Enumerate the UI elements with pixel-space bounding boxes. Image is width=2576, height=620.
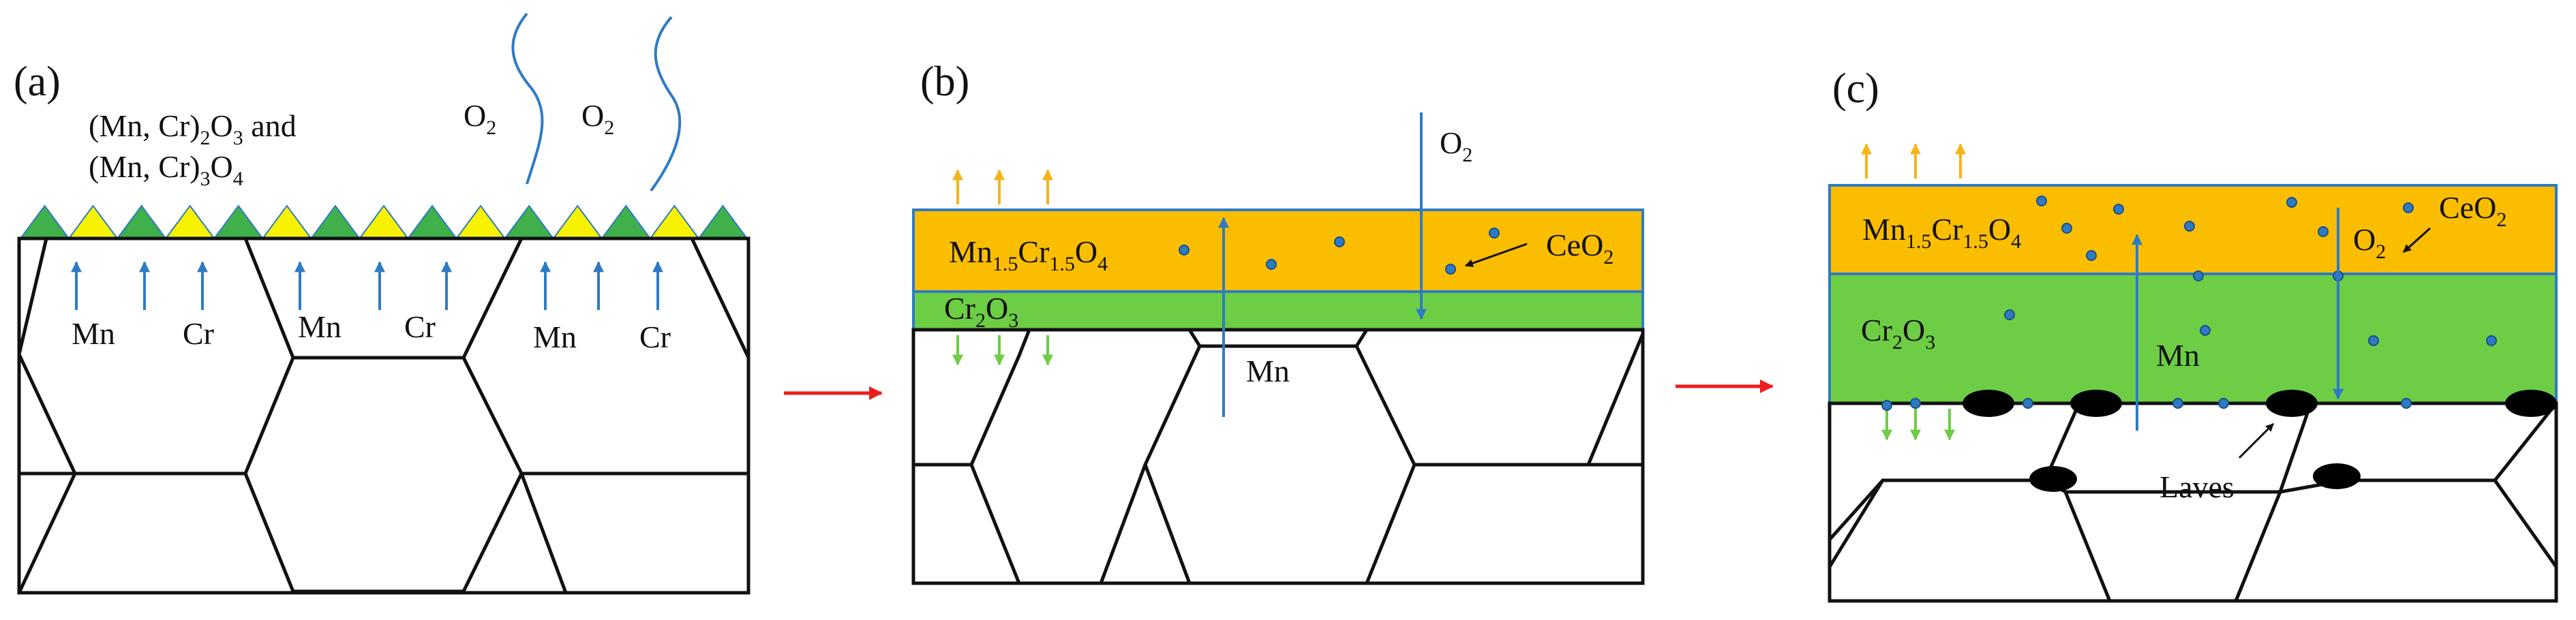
oxide-triangle: [67, 204, 119, 239]
ceria-particle: [2184, 221, 2195, 232]
laves-particle: [2266, 390, 2318, 417]
panel-c-o2-label: O2: [2353, 222, 2386, 263]
ceria-particle: [2368, 335, 2379, 346]
panel-a-oxide-triangles: [19, 204, 748, 239]
panel-a-oxide-note-line1: (Mn, Cr)2O3 and: [89, 108, 297, 149]
panel-c-label: (c): [1832, 65, 1879, 112]
panel-a-diffusion-arrows: [71, 261, 663, 310]
ceria-particle: [2193, 270, 2204, 281]
oxide-triangle: [19, 204, 71, 239]
laves-particle: [2313, 463, 2361, 489]
panel-c-chromia-label: Cr2O3: [1861, 313, 1935, 354]
ceria-particle: [1266, 259, 1277, 270]
panel-a-o2-label-1: O2: [464, 98, 496, 139]
panel-b-ceria-pointer: [1464, 243, 1528, 268]
oxide-triangle: [358, 204, 410, 239]
panel-b-grain-boundaries: [913, 328, 1645, 584]
panel-c-ceria-pointer: [2402, 227, 2431, 253]
panel-b-label: (b): [920, 59, 969, 105]
panel-c-chromia-layer: [1828, 273, 2558, 405]
panel-a-mn-label-1: Mn: [72, 316, 115, 351]
ceria-particle: [2403, 202, 2414, 213]
ceria-particle: [2113, 204, 2124, 215]
panel-b-cation-outward-arrows: [952, 169, 1053, 204]
ceria-particle: [1445, 264, 1456, 275]
panel-a-label: (a): [14, 59, 61, 105]
panel-a-alloy-frame: [17, 236, 751, 595]
panel-b-ceria-particles: [1179, 228, 1500, 275]
panel-b-cation-inward-arrows: [952, 335, 1053, 366]
oxide-triangle: [648, 204, 700, 239]
ceria-particle: [1179, 245, 1189, 255]
ceria-particle: [2486, 335, 2497, 346]
panel-c-laves-pointer: [2238, 422, 2275, 459]
panel-c-laves-label: Laves: [2160, 469, 2234, 504]
ceria-particle: [1334, 236, 1345, 247]
panel-c-ceria-particles: [1881, 196, 2497, 411]
panel-a-cr-label-3: Cr: [639, 320, 671, 354]
oxide-triangle: [261, 204, 313, 239]
ceria-particle: [2318, 226, 2329, 237]
panel-b: (b): [911, 59, 1645, 585]
panel-c-spinel-label: Mn1.5Cr1.5O4: [1862, 212, 2021, 253]
ceria-particle: [2200, 325, 2211, 336]
panel-a-o2-wave-2: [650, 16, 682, 192]
panel-b-alloy-frame: [911, 328, 1645, 585]
panel-c-cation-inward-arrows: [1881, 409, 1955, 441]
laves-particle: [2070, 390, 2122, 417]
panel-b-chromia-layer: [912, 290, 1644, 331]
oxide-triangle: [551, 204, 603, 239]
panel-b-chromia-label: Cr2O3: [944, 291, 1018, 332]
ceria-particle: [2036, 196, 2047, 206]
panel-c-laves-precipitates: [1963, 390, 2557, 492]
oxide-triangle: [600, 204, 652, 239]
oxide-triangle: [164, 204, 216, 239]
laves-particle: [2029, 466, 2077, 492]
ceria-particle: [2401, 398, 2412, 409]
panel-c-alloy-frame: [1828, 401, 2558, 603]
oxide-triangle: [406, 204, 458, 239]
panel-a-mn-label-2: Mn: [298, 309, 342, 344]
ceria-particle: [2218, 398, 2229, 409]
oxide-triangle: [455, 204, 506, 239]
ceria-particle: [2086, 250, 2097, 261]
oxide-triangle: [116, 204, 168, 239]
panel-c-mn-label: Mn: [2156, 338, 2200, 373]
panel-a-grain-boundaries: [17, 237, 751, 594]
panel-a-o2-label-2: O2: [581, 98, 614, 139]
oxide-triangle: [309, 204, 361, 239]
panel-c-cation-outward-arrows: [1861, 143, 1966, 179]
oxide-triangle: [503, 204, 555, 239]
ceria-particle: [1881, 400, 1892, 411]
panel-b-spinel-layer: [912, 208, 1644, 293]
panel-b-mn-label: Mn: [1246, 354, 1290, 388]
panel-a-mn-label-3: Mn: [533, 320, 577, 354]
ceria-particle: [2172, 398, 2183, 409]
ceria-particle: [2022, 398, 2033, 409]
panel-a-o2-wave-1: [511, 12, 544, 185]
panel-c-ceria-label: CeO2: [2439, 190, 2506, 231]
ceria-particle: [1489, 228, 1500, 238]
oxide-triangle: [213, 204, 264, 239]
panel-c: (c): [1828, 65, 2558, 603]
panel-a-oxide-note-line2: (Mn, Cr)3O4: [89, 149, 243, 190]
panel-a-cr-label-1: Cr: [183, 316, 214, 351]
ceria-particle: [1910, 398, 1921, 409]
laves-particle: [2505, 390, 2557, 417]
laves-particle: [1963, 390, 2014, 417]
ceria-particle: [2286, 197, 2297, 208]
oxide-triangle: [697, 204, 748, 239]
panel-a: (a) (Mn, Cr)2O3 and (Mn, Cr)3O4 O2 O2: [14, 12, 751, 595]
panel-b-ceria-label: CeO2: [1546, 228, 1613, 268]
ceria-particle: [2004, 309, 2015, 320]
ceria-particle: [2061, 223, 2072, 234]
panel-a-cr-label-2: Cr: [404, 309, 436, 344]
panel-b-o2-label: O2: [1440, 125, 1472, 166]
panel-b-spinel-label: Mn1.5Cr1.5O4: [949, 234, 1108, 275]
